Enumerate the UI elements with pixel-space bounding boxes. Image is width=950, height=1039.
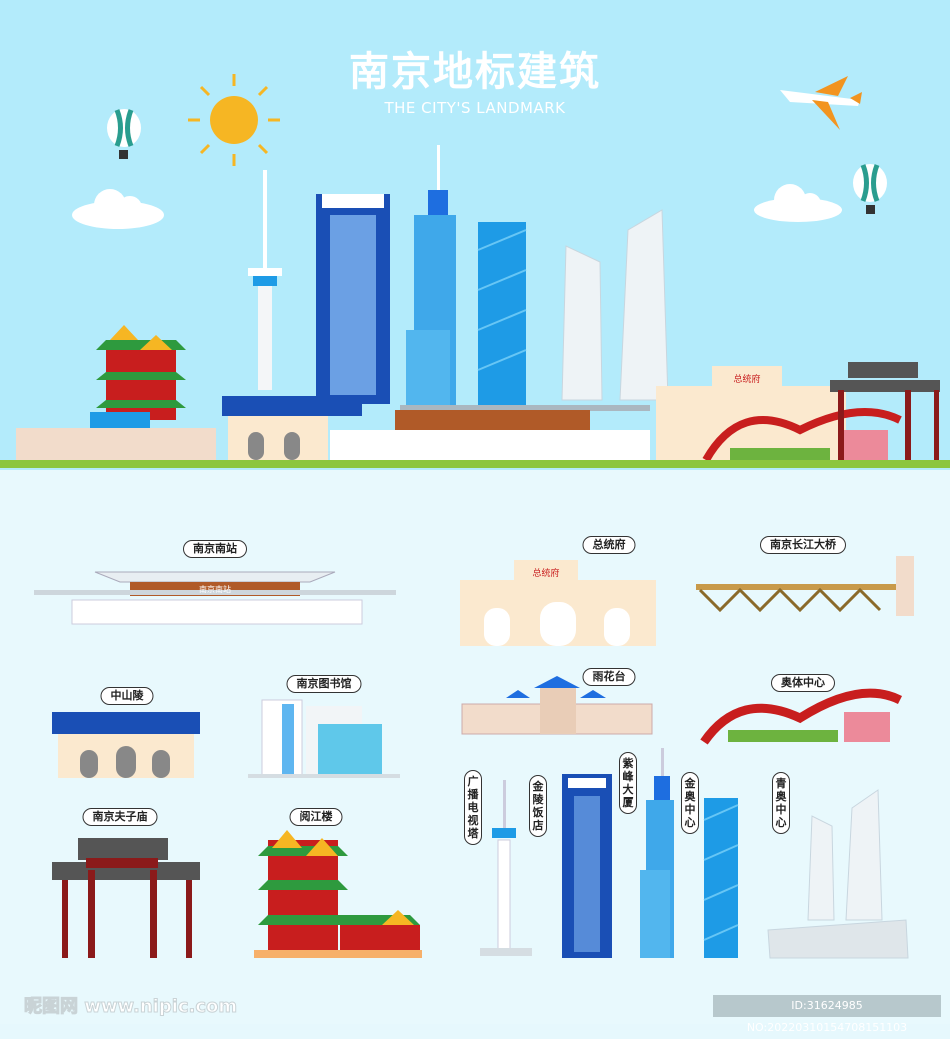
zifeng-tower: [406, 145, 456, 405]
library-item: [248, 699, 400, 778]
bridge-item: [696, 556, 914, 616]
cloud-icon: [754, 184, 842, 222]
yuhuatai-item: [461, 676, 653, 735]
sun-icon: [188, 74, 280, 166]
label-qingao: 青奥中心: [772, 772, 790, 834]
presidential-palace: 总统府: [656, 366, 846, 460]
label-bridge: 南京长江大桥: [760, 536, 846, 554]
qingao-center: [561, 209, 669, 401]
watermark-id: ID:31624985 NO:20220310154708151103: [713, 995, 941, 1034]
label-mausoleum: 中山陵: [100, 687, 154, 705]
label-confucius: 南京夫子庙: [82, 808, 158, 826]
label-olympic: 奥体中心: [771, 674, 835, 692]
label-library: 南京图书馆: [286, 675, 362, 693]
yuejiang-tower: [96, 325, 186, 420]
label-station: 南京南站: [183, 540, 247, 558]
olympic-item: [700, 688, 903, 745]
jinling-hotel: [316, 194, 390, 404]
jinao-item: [703, 798, 739, 958]
label-jinao: 金奥中心: [681, 772, 699, 834]
label-palace: 总统府: [582, 536, 636, 554]
mausoleum-item: [52, 712, 200, 778]
nanjing-south-station: [330, 405, 650, 460]
station-sign: 南京南站: [199, 584, 231, 594]
page-subtitle: THE CITY'S LANDMARK: [384, 99, 566, 117]
airplane-icon: [780, 76, 862, 130]
cloud-icon: [72, 189, 164, 229]
palace-item: [460, 560, 656, 646]
balloon-icon: [853, 164, 887, 214]
yuhuatai-wall: [16, 412, 216, 460]
station-item: [34, 571, 396, 625]
balloon-icon: [107, 109, 141, 159]
label-yuhuatai: 雨花台: [582, 668, 636, 686]
label-tvtower: 广播电视塔: [464, 770, 482, 845]
qingao-item: [767, 789, 909, 959]
tv-tower: [248, 170, 282, 390]
palace-sign-item: 总统府: [532, 567, 559, 579]
page-title: 南京地标建筑: [349, 49, 601, 95]
sun-yatsen-mausoleum: [222, 396, 362, 460]
yuejiang-item: [254, 830, 422, 958]
jinao-center: [477, 222, 527, 405]
label-jinling: 金陵饭店: [529, 775, 547, 837]
label-zifeng: 紫峰大厦: [619, 752, 637, 814]
tvtower-item: [480, 780, 532, 956]
olympic-center: [702, 408, 902, 462]
jinling-item: [562, 774, 612, 958]
label-yuejiang: 阅江楼: [289, 808, 343, 826]
confucius-gate-item: [52, 838, 200, 958]
ground: [0, 460, 950, 468]
watermark-logo: 昵图网 www.nipic.com: [23, 996, 238, 1018]
palace-sign: 总统府: [733, 373, 760, 385]
zifeng-item: [640, 748, 674, 958]
confucius-gate: [830, 362, 940, 460]
